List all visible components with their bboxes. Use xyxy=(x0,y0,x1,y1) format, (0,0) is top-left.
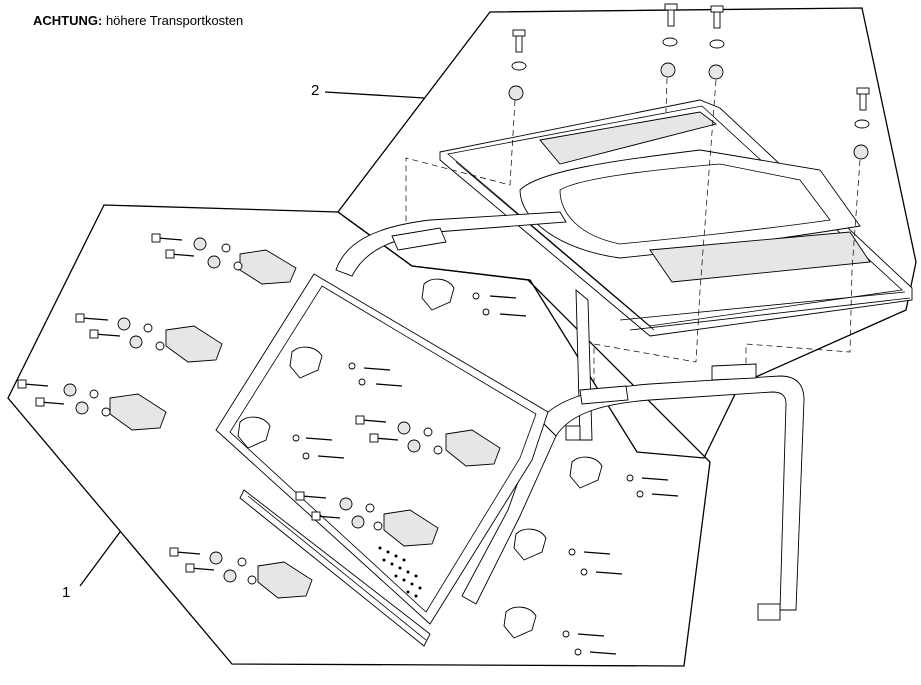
warning-note: ACHTUNG: höhere Transportkosten xyxy=(33,13,243,28)
callout-1-leader xyxy=(79,531,121,587)
callout-2: 2 xyxy=(311,82,320,99)
clamp-brackets xyxy=(109,249,603,639)
rear-panel xyxy=(215,273,549,647)
warning-label: ACHTUNG: xyxy=(33,13,103,28)
roof-fasteners xyxy=(405,3,870,392)
roll-bar-frame xyxy=(335,211,805,621)
callout-1: 1 xyxy=(62,584,71,601)
hardtop-roof xyxy=(439,99,913,337)
callout-2-leader xyxy=(324,91,425,99)
bolt-sets xyxy=(17,233,679,656)
group-2-outline xyxy=(337,7,917,459)
warning-text: höhere Transportkosten xyxy=(102,13,244,28)
